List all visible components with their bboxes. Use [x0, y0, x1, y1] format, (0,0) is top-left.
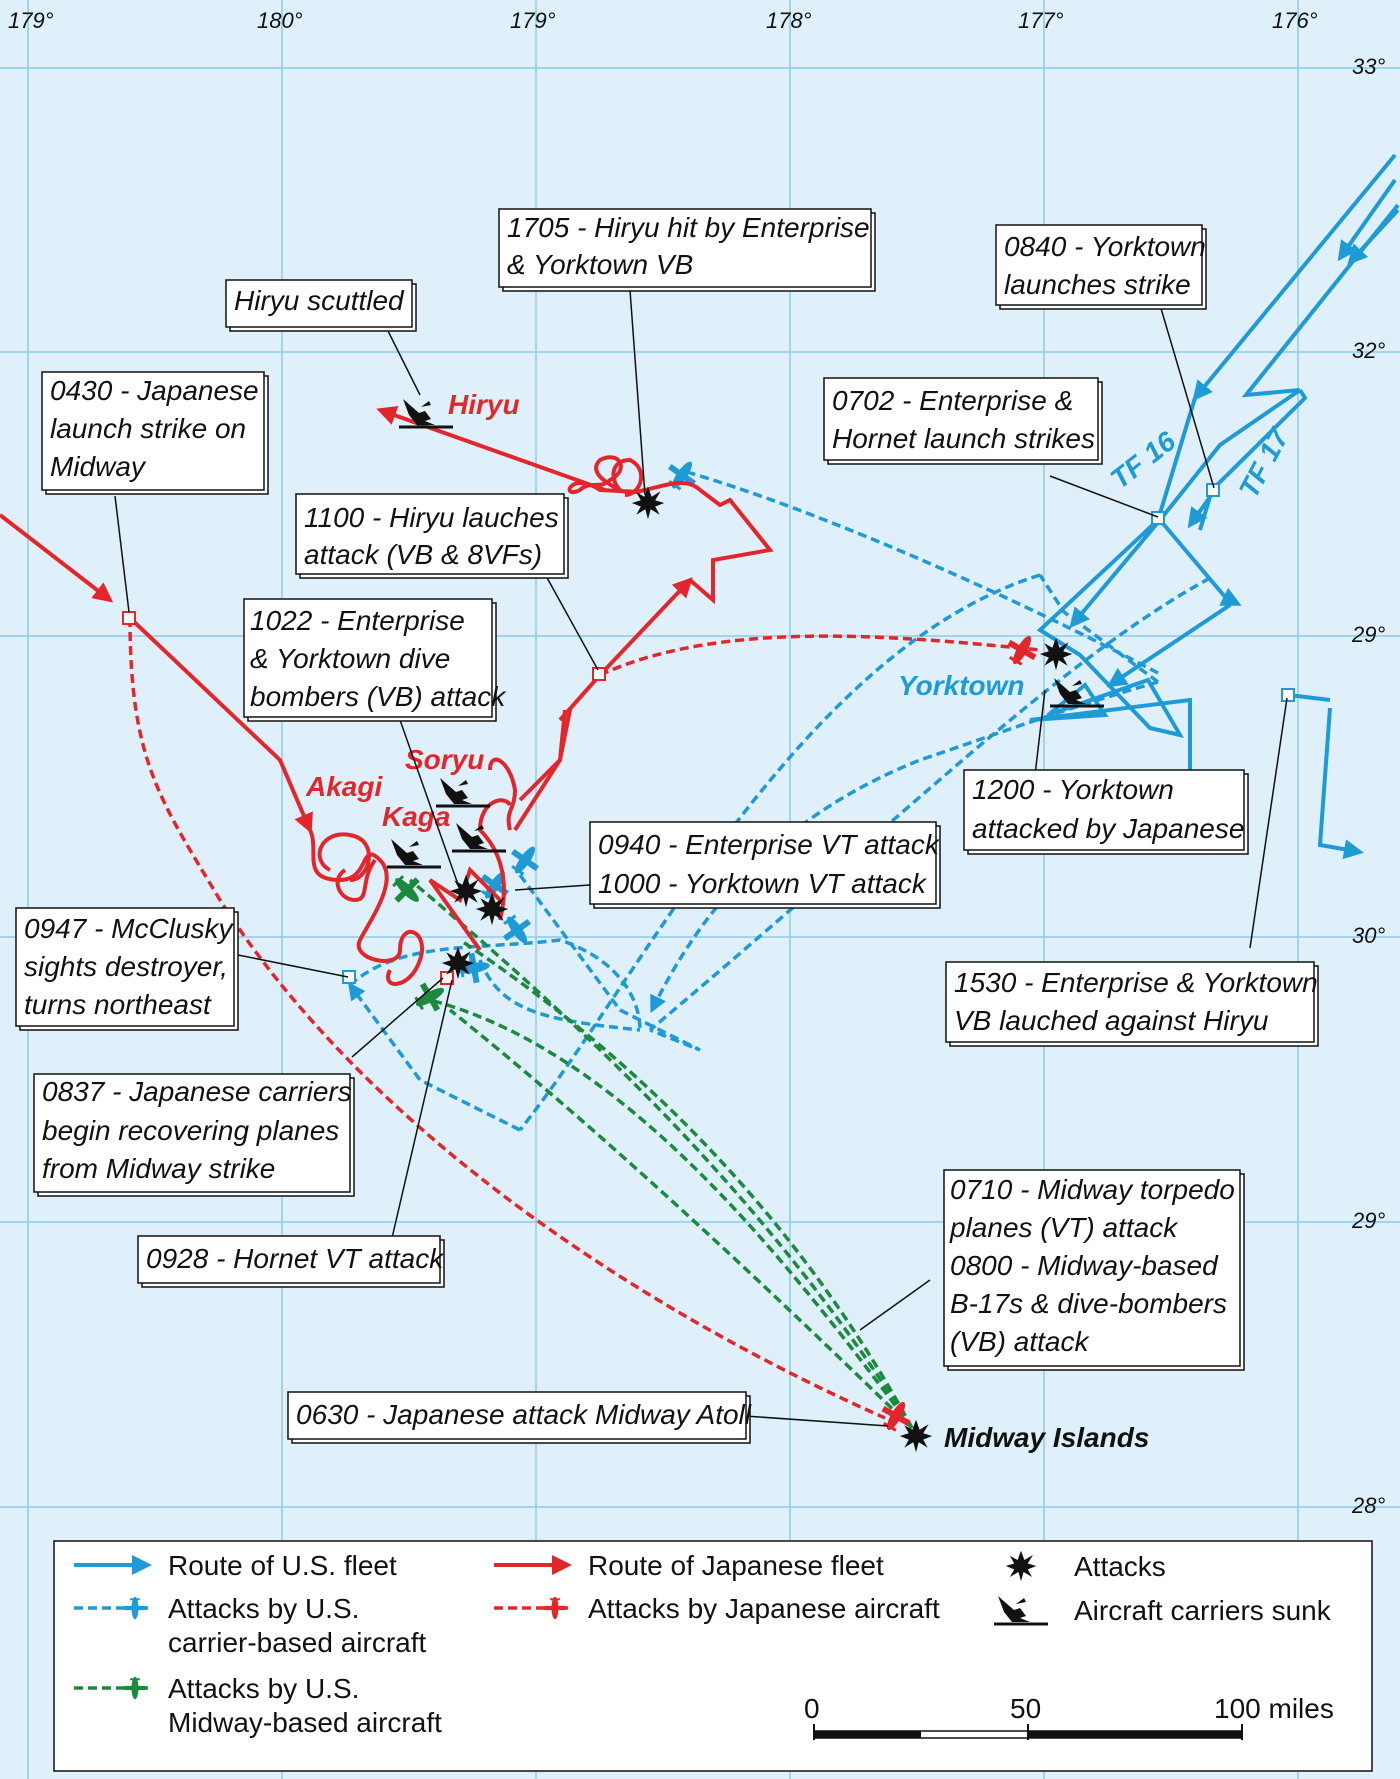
legend-us-midway-label: Attacks by U.S.	[168, 1673, 359, 1704]
callout-line: B-17s & dive-bombers	[950, 1288, 1227, 1319]
callout-vt-attacks: 0940 - Enterprise VT attack 1000 - Yorkt…	[589, 821, 941, 909]
ship-label-kaga: Kaga	[382, 801, 450, 832]
callout-hornet-vt: 0928 - Hornet VT attack	[137, 1235, 445, 1288]
waypoints	[122, 483, 1295, 985]
lat-label: 29°	[1351, 622, 1385, 647]
callout-line: 0928 - Hornet VT attack	[146, 1243, 445, 1274]
lon-label: 177°	[1018, 8, 1064, 33]
ship-label-hiryu: Hiryu	[448, 389, 520, 420]
callout-line: 0837 - Japanese carriers	[42, 1076, 352, 1107]
callout-line: attack (VB & 8VFs)	[304, 539, 542, 570]
callout-vb-against-hiryu: 1530 - Enterprise & Yorktown VB lauched …	[945, 961, 1319, 1047]
callout-line: 1022 - Enterprise	[250, 605, 465, 636]
callouts: 1705 - Hiryu hit by Enterprise & Yorktow…	[15, 208, 1319, 1444]
callout-line: Hiryu scuttled	[234, 285, 405, 316]
lon-label: 179°	[510, 8, 556, 33]
callout-line: Hornet launch strikes	[832, 423, 1095, 454]
callout-line: 1200 - Yorktown	[972, 774, 1174, 805]
callout-yorktown-attacked: 1200 - Yorktown attacked by Japanese	[963, 769, 1249, 855]
legend-attacks-label: Attacks	[1074, 1551, 1166, 1582]
callout-line: bombers (VB) attack	[250, 681, 507, 712]
callout-dive-bombers: 1022 - Enterprise & Yorktown dive bomber…	[243, 598, 507, 722]
japanese-fleet-loops	[317, 457, 644, 882]
callout-line: planes (VT) attack	[949, 1212, 1179, 1243]
lat-label: 29°	[1351, 1208, 1385, 1233]
legend-us-route-label: Route of U.S. fleet	[168, 1550, 397, 1581]
callout-mcclusky: 0947 - McClusky sights destroyer, turns …	[15, 907, 239, 1031]
callout-hiryu-attack: 1100 - Hiryu lauches attack (VB & 8VFs)	[295, 493, 569, 579]
waypoint-marker	[440, 971, 454, 985]
callout-line: Midway	[50, 451, 147, 482]
callout-line: sights destroyer,	[24, 951, 228, 982]
scale-label: 0	[804, 1693, 820, 1724]
callout-leaders	[114, 289, 1288, 1427]
waypoint-marker	[342, 970, 356, 984]
legend-us-midway-label: Midway-based aircraft	[168, 1707, 442, 1738]
scale-label: 100 miles	[1214, 1693, 1334, 1724]
callout-line: from Midway strike	[42, 1153, 275, 1184]
callout-line: 1100 - Hiryu lauches	[304, 502, 559, 533]
callout-line: 0840 - Yorktown	[1004, 231, 1206, 262]
callout-japan-launch: 0430 - Japanese launch strike on Midway	[41, 371, 269, 495]
callout-line: turns northeast	[24, 989, 212, 1020]
legend-jp-route-label: Route of Japanese fleet	[588, 1550, 884, 1581]
callout-line: 0940 - Enterprise VT attack	[598, 829, 941, 860]
legend: Route of U.S. fleet Attacks by U.S. carr…	[53, 1540, 1373, 1772]
callout-recovering: 0837 - Japanese carriers begin recoverin…	[33, 1073, 355, 1197]
ship-label-akagi: Akagi	[305, 771, 383, 802]
callout-line: launch strike on	[50, 413, 246, 444]
callout-line: 1705 - Hiryu hit by Enterprise	[507, 212, 870, 243]
callout-midway-attacks: 0710 - Midway torpedo planes (VT) attack…	[943, 1169, 1245, 1371]
waypoint-marker	[1151, 511, 1165, 525]
callout-line: & Yorktown VB	[507, 249, 693, 280]
lat-label: 32°	[1352, 338, 1385, 363]
japanese-aircraft-routes	[128, 617, 1041, 1420]
callout-line: (VB) attack	[950, 1326, 1090, 1357]
callout-hiryu-hit: 1705 - Hiryu hit by Enterprise & Yorktow…	[498, 208, 876, 292]
callout-line: 1530 - Enterprise & Yorktown	[954, 967, 1318, 998]
legend-us-carrier-label: carrier-based aircraft	[168, 1627, 427, 1658]
lon-label: 179°	[8, 8, 54, 33]
callout-line: 0702 - Enterprise &	[832, 385, 1073, 416]
lat-label: 33°	[1352, 54, 1385, 79]
callout-line: 0630 - Japanese attack Midway Atoll	[296, 1399, 752, 1430]
callout-line: launches strike	[1004, 269, 1191, 300]
ship-label-soryu: Soryu	[405, 744, 484, 775]
legend-jp-air-label: Attacks by Japanese aircraft	[588, 1593, 940, 1624]
callout-line: & Yorktown dive	[250, 643, 450, 674]
callout-line: 0430 - Japanese	[50, 375, 259, 406]
legend-sunk-label: Aircraft carriers sunk	[1074, 1595, 1332, 1626]
callout-enterprise-hornet-launch: 0702 - Enterprise & Hornet launch strike…	[823, 377, 1103, 465]
midway-islands-label: Midway Islands	[944, 1422, 1149, 1453]
callout-line: begin recovering planes	[42, 1115, 339, 1146]
callout-line: 0710 - Midway torpedo	[950, 1174, 1235, 1205]
callout-midway-atoll: 0630 - Japanese attack Midway Atoll	[287, 1391, 752, 1444]
callout-line: attacked by Japanese	[972, 813, 1244, 844]
ship-label-yorktown: Yorktown	[898, 670, 1025, 701]
scale-bar: 0 50 100 miles	[804, 1693, 1334, 1740]
callout-hiryu-scuttled: Hiryu scuttled	[225, 279, 417, 332]
callout-yorktown-launch: 0840 - Yorktown launches strike	[995, 224, 1207, 310]
lon-label: 176°	[1272, 8, 1318, 33]
scale-label: 50	[1010, 1693, 1041, 1724]
lat-label: 28°	[1351, 1493, 1385, 1518]
lon-label: 180°	[257, 8, 303, 33]
callout-line: 1000 - Yorktown VT attack	[598, 868, 928, 899]
us-midway-attack-routes	[408, 878, 914, 1430]
waypoint-marker	[1281, 688, 1295, 702]
legend-us-carrier-label: Attacks by U.S.	[168, 1593, 359, 1624]
callout-line: 0947 - McClusky	[24, 913, 235, 944]
waypoint-marker	[122, 611, 136, 625]
waypoint-marker	[592, 667, 606, 681]
lon-label: 178°	[766, 8, 812, 33]
callout-line: 0800 - Midway-based	[950, 1250, 1219, 1281]
lat-label: 30°	[1352, 923, 1385, 948]
us-fleet-routes	[1029, 153, 1400, 860]
callout-line: VB lauched against Hiryu	[954, 1005, 1269, 1036]
